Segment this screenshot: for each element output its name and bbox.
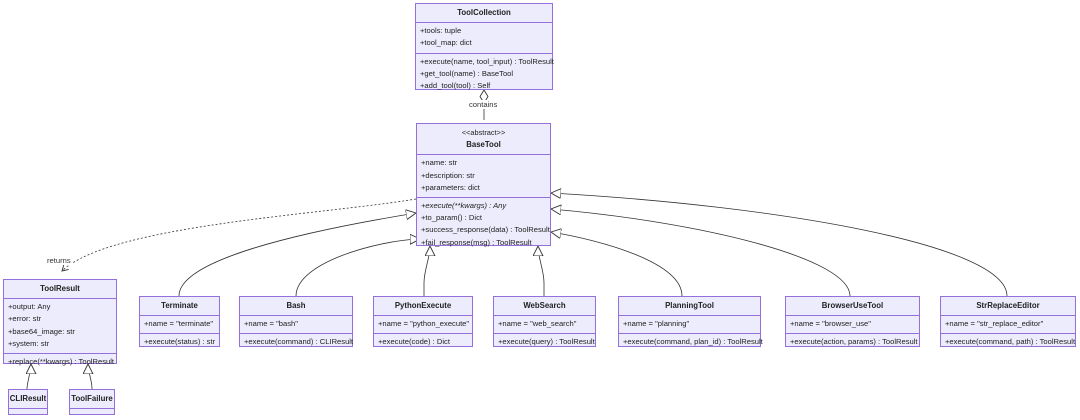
- attribute: +name = "planning": [623, 319, 690, 329]
- edge-inherit-toolfailure: [88, 364, 92, 390]
- attributes-section: +name = "web_search": [494, 315, 595, 333]
- attribute: +parameters: dict: [421, 182, 480, 192]
- attributes-section: +name: str +description: str +parameters…: [417, 154, 550, 197]
- class-toolresult[interactable]: ToolResult +output: Any +error: str +bas…: [3, 279, 117, 366]
- attributes-section: +name = "bash": [240, 315, 352, 333]
- edge-inherit-browserusetool: [551, 209, 851, 297]
- class-name: ToolCollection: [457, 8, 511, 17]
- method: +execute(name, tool_input) : ToolResult: [420, 56, 554, 66]
- edge-inherit-planningtool: [551, 232, 683, 297]
- attributes-section: +output: Any +error: str +base64_image: …: [4, 298, 116, 353]
- edge-inherit-strreplaceeditor: [551, 193, 1008, 297]
- attributes-section: [9, 408, 47, 414]
- methods-section: +execute(command) : CLIResult: [240, 333, 354, 351]
- attribute: +system: str: [8, 338, 50, 348]
- class-name: BaseTool: [466, 140, 501, 150]
- edge-returns: [62, 198, 417, 271]
- class-browserusetool[interactable]: BrowserUseTool +name = "browser_use" +ex…: [785, 296, 920, 347]
- class-toolcollection[interactable]: ToolCollection +tools: tuple +tool_map: …: [415, 3, 554, 90]
- method: +execute(status) : str: [144, 337, 216, 347]
- class-basetool[interactable]: <<abstract>> BaseTool +name: str +descri…: [416, 123, 551, 247]
- attribute: +tool_map: dict: [420, 38, 472, 48]
- class-cliresult[interactable]: CLIResult: [8, 389, 48, 416]
- attributes-section: +tools: tuple +tool_map: dict: [416, 22, 552, 52]
- methods-section: +execute(status) : str: [140, 333, 219, 351]
- returns-label: returns: [45, 256, 73, 265]
- method: +execute(query) : ToolResult: [498, 337, 595, 347]
- method: +get_tool(name) : BaseTool: [420, 68, 514, 78]
- class-planningtool[interactable]: PlanningTool +name = "planning" +execute…: [618, 296, 763, 347]
- methods-section: +execute(command, plan_id) : ToolResult: [619, 333, 763, 351]
- attribute: +error: str: [8, 314, 42, 324]
- method: +replace(**kwargs) : ToolResult: [8, 357, 115, 367]
- method: +execute(code) : Dict: [378, 337, 450, 347]
- method: +success_response(data) : ToolResult: [421, 225, 550, 235]
- edge-inherit-websearch: [538, 246, 545, 296]
- attributes-section: +name = "browser_use": [786, 315, 919, 333]
- class-pythonexecute[interactable]: PythonExecute +name = "python_execute" +…: [373, 296, 473, 347]
- class-toolfailure[interactable]: ToolFailure: [69, 389, 115, 416]
- class-name: ToolFailure: [71, 394, 113, 403]
- abstract-method: +execute(**kwargs) : Any: [421, 201, 507, 211]
- attribute: +description: str: [421, 170, 475, 180]
- method: +add_tool(tool) : Self: [420, 81, 491, 91]
- methods-section: +execute(query) : ToolResult: [494, 333, 595, 351]
- class-name: PlanningTool: [665, 301, 714, 310]
- class-websearch[interactable]: WebSearch +name = "web_search" +execute(…: [493, 296, 596, 347]
- class-name: Bash: [286, 301, 306, 310]
- attribute: +name: str: [421, 158, 458, 168]
- methods-section: +execute(command, path) : ToolResult: [941, 333, 1075, 351]
- edge-inherit-cliresult: [27, 364, 31, 390]
- attribute: +name = "python_execute": [378, 319, 470, 329]
- methods-section: [70, 414, 114, 420]
- class-strreplaceeditor[interactable]: StrReplaceEditor +name = "str_replace_ed…: [940, 296, 1076, 347]
- class-terminate[interactable]: Terminate +name = "terminate" +execute(s…: [139, 296, 220, 347]
- attributes-section: +name = "planning": [619, 315, 760, 333]
- class-name: BrowserUseTool: [821, 301, 884, 310]
- methods-section: [9, 414, 47, 420]
- class-name: PythonExecute: [394, 301, 452, 310]
- attribute: +base64_image: str: [8, 326, 75, 336]
- method: +execute(command, plan_id) : ToolResult: [623, 337, 763, 347]
- methods-section: +execute(name, tool_input) : ToolResult …: [416, 52, 554, 96]
- attributes-section: +name = "terminate": [140, 315, 219, 333]
- attributes-section: +name = "str_replace_editor": [941, 315, 1075, 333]
- attribute: +name = "web_search": [498, 319, 577, 329]
- attribute: +name = "terminate": [144, 319, 214, 329]
- methods-section: +execute(**kwargs) : Any +to_param() : D…: [417, 197, 550, 252]
- attribute: +name = "browser_use": [790, 319, 871, 329]
- method: +fail_response(msg) : ToolResult: [421, 237, 532, 247]
- methods-section: +replace(**kwargs) : ToolResult: [4, 353, 116, 371]
- attribute: +tools: tuple: [420, 26, 462, 36]
- class-bash[interactable]: Bash +name = "bash" +execute(command) : …: [239, 296, 353, 347]
- class-name: Terminate: [161, 301, 198, 310]
- stereotype: <<abstract>>: [461, 128, 506, 137]
- attribute: +name = "str_replace_editor": [945, 319, 1044, 329]
- class-name: ToolResult: [40, 284, 80, 293]
- class-name: StrReplaceEditor: [976, 301, 1040, 310]
- edge-inherit-terminate: [178, 213, 416, 297]
- attributes-section: [70, 408, 114, 414]
- class-name: WebSearch: [523, 301, 566, 310]
- class-name: CLIResult: [9, 394, 47, 403]
- method: +execute(command, path) : ToolResult: [945, 337, 1076, 347]
- edge-inherit-pythonexecute: [423, 246, 430, 296]
- method: +execute(command) : CLIResult: [244, 337, 354, 347]
- methods-section: +execute(action, params) : ToolResult: [786, 333, 919, 351]
- edge-inherit-bash: [295, 239, 420, 297]
- attribute: +name = "bash": [244, 319, 298, 329]
- attribute: +output: Any: [8, 302, 51, 312]
- methods-section: +execute(code) : Dict: [374, 333, 472, 351]
- contains-label: contains: [467, 100, 500, 109]
- attributes-section: +name = "python_execute": [374, 315, 472, 333]
- method: +execute(action, params) : ToolResult: [790, 337, 918, 347]
- method: +to_param() : Dict: [421, 213, 482, 223]
